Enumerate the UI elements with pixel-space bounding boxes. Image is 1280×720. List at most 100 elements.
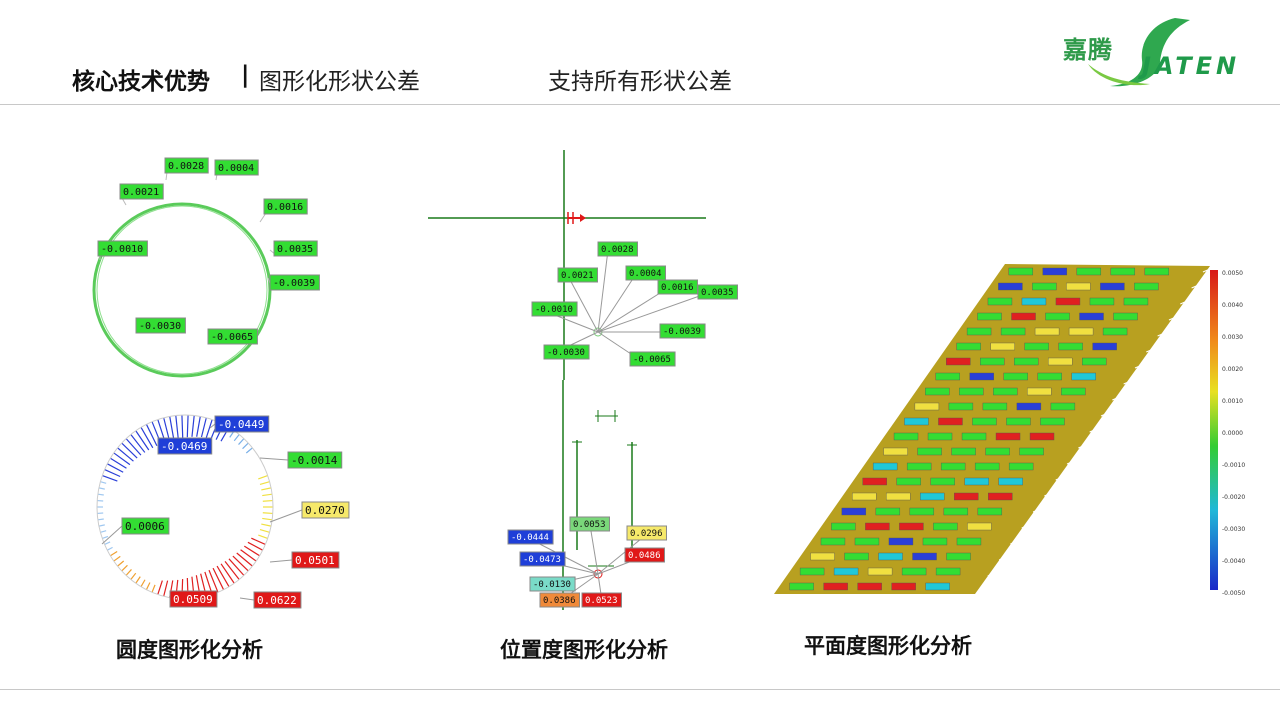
- flatness-point-tag: [1071, 372, 1096, 381]
- flatness-point-tag: [852, 492, 877, 501]
- flatness-point-tag: [956, 342, 981, 351]
- flatness-point-tag: [854, 537, 880, 546]
- svg-text:0.0021: 0.0021: [123, 187, 159, 198]
- flatness-point-tag: [1016, 402, 1042, 411]
- flatness-point-tag: [891, 582, 916, 591]
- svg-text:-0.0065: -0.0065: [633, 355, 671, 365]
- roundness-top-label: 0.0016: [263, 198, 308, 215]
- header-divider: [0, 104, 1280, 105]
- svg-text:0.0006: 0.0006: [125, 520, 165, 533]
- flatness-point-tag: [948, 402, 974, 411]
- footer-divider: [0, 689, 1280, 690]
- flatness-point-tag: [844, 552, 869, 561]
- flatness-point-tag: [972, 417, 997, 426]
- flatness-point-tag: [954, 492, 979, 501]
- flatness-point-tag: [1006, 417, 1031, 426]
- flatness-point-tag: [940, 462, 966, 471]
- roundness-top-label: -0.0065: [207, 328, 258, 345]
- flatness-point-tag: [946, 357, 971, 366]
- svg-text:-0.0010: -0.0010: [101, 244, 143, 255]
- flatness-point-tag: [930, 477, 955, 486]
- flatness-point-tag: [985, 447, 1010, 456]
- position-top-label: -0.0030: [543, 344, 590, 360]
- svg-text:0.0028: 0.0028: [601, 245, 634, 255]
- svg-text:0.0296: 0.0296: [630, 529, 663, 539]
- flatness-point-tag: [1134, 282, 1159, 291]
- flatness-point-tag: [857, 582, 882, 591]
- svg-text:-0.0014: -0.0014: [291, 454, 338, 467]
- roundness-bottom-label: 0.0270: [301, 501, 350, 519]
- svg-text:0.0004: 0.0004: [218, 163, 254, 174]
- header: 核心技术优势 | 图形化形状公差 支持所有形状公差: [0, 0, 1280, 106]
- flatness-scale-label: -0.0030: [1222, 526, 1245, 533]
- svg-text:0.0053: 0.0053: [573, 520, 606, 530]
- roundness-top-label: 0.0021: [119, 183, 164, 200]
- flatness-point-tag: [1000, 327, 1026, 336]
- roundness-top-label: 0.0028: [164, 157, 209, 174]
- svg-text:0.0501: 0.0501: [295, 554, 335, 567]
- flatness-point-tag: [810, 552, 835, 561]
- svg-text:0.0509: 0.0509: [173, 593, 213, 606]
- flatness-point-tag: [946, 552, 971, 561]
- flatness-point-tag: [922, 537, 948, 546]
- flatness-scale-label: 0.0030: [1222, 334, 1243, 341]
- svg-text:-0.0444: -0.0444: [511, 533, 549, 543]
- flatness-point-tag: [799, 567, 825, 576]
- flatness-point-tag: [899, 522, 924, 531]
- flatness-point-tag: [927, 432, 953, 441]
- roundness-bottom-label: 0.0622: [253, 591, 302, 609]
- position-bottom-label: 0.0053: [569, 516, 610, 532]
- flatness-scale-label: 0.0020: [1222, 366, 1243, 373]
- flatness-point-tag: [1055, 297, 1081, 306]
- flatness-point-tag: [888, 537, 914, 546]
- position-top-label: 0.0016: [657, 279, 698, 295]
- position-top-label: 0.0004: [625, 265, 666, 281]
- logo-text-en: JATEN: [1142, 52, 1241, 80]
- svg-text:-0.0065: -0.0065: [211, 332, 253, 343]
- position-bottom-label: 0.0296: [626, 525, 667, 541]
- roundness-bottom-label: 0.0509: [169, 590, 218, 608]
- position-top-label: -0.0039: [659, 323, 706, 339]
- roundness-bottom-figure: -0.0449-0.0469-0.00140.02700.00060.05010…: [96, 414, 350, 609]
- flatness-point-tag: [789, 582, 814, 591]
- flatness-point-tag: [914, 402, 940, 411]
- svg-text:0.0021: 0.0021: [561, 271, 594, 281]
- flatness-point-tag: [995, 432, 1021, 441]
- flatness-point-tag: [1058, 342, 1083, 351]
- svg-text:0.0486: 0.0486: [628, 551, 661, 561]
- flatness-point-tag: [1068, 327, 1094, 336]
- flatness-point-tag: [865, 522, 890, 531]
- flatness-scale-label: -0.0020: [1222, 494, 1245, 501]
- flatness-point-tag: [1021, 297, 1047, 306]
- svg-text:0.0028: 0.0028: [168, 161, 204, 172]
- flatness-scale-label: 0.0040: [1222, 302, 1243, 309]
- position-bottom-label: 0.0386: [539, 592, 580, 608]
- flatness-point-tag: [951, 447, 976, 456]
- flatness-point-tag: [831, 522, 856, 531]
- flatness-point-tag: [1011, 312, 1036, 321]
- svg-text:-0.0130: -0.0130: [533, 580, 571, 590]
- svg-text:0.0016: 0.0016: [267, 202, 303, 213]
- flatness-point-tag: [1092, 342, 1117, 351]
- flatness-point-tag: [1113, 312, 1138, 321]
- flatness-point-tag: [967, 522, 992, 531]
- flatness-point-tag: [935, 372, 960, 381]
- flatness-point-tag: [1008, 267, 1034, 276]
- flatness-point-tag: [998, 477, 1023, 486]
- flatness-point-tag: [1061, 387, 1086, 396]
- flatness-point-tag: [862, 477, 887, 486]
- flatness-color-scale: [1210, 270, 1218, 590]
- svg-text:0.0622: 0.0622: [257, 594, 297, 607]
- roundness-circle: [92, 202, 272, 378]
- roundness-top-label: 0.0004: [214, 159, 259, 176]
- roundness-top-label: -0.0039: [269, 274, 320, 291]
- svg-text:-0.0039: -0.0039: [273, 278, 315, 289]
- flatness-point-tag: [959, 387, 984, 396]
- roundness-bottom-label: -0.0014: [287, 451, 343, 469]
- flatness-figure: 0.00500.00400.00300.00200.00100.0000-0.0…: [774, 264, 1245, 597]
- flatness-point-tag: [990, 342, 1015, 351]
- flatness-point-tag: [956, 537, 982, 546]
- svg-text:-0.0030: -0.0030: [547, 348, 585, 358]
- flatness-point-tag: [906, 462, 932, 471]
